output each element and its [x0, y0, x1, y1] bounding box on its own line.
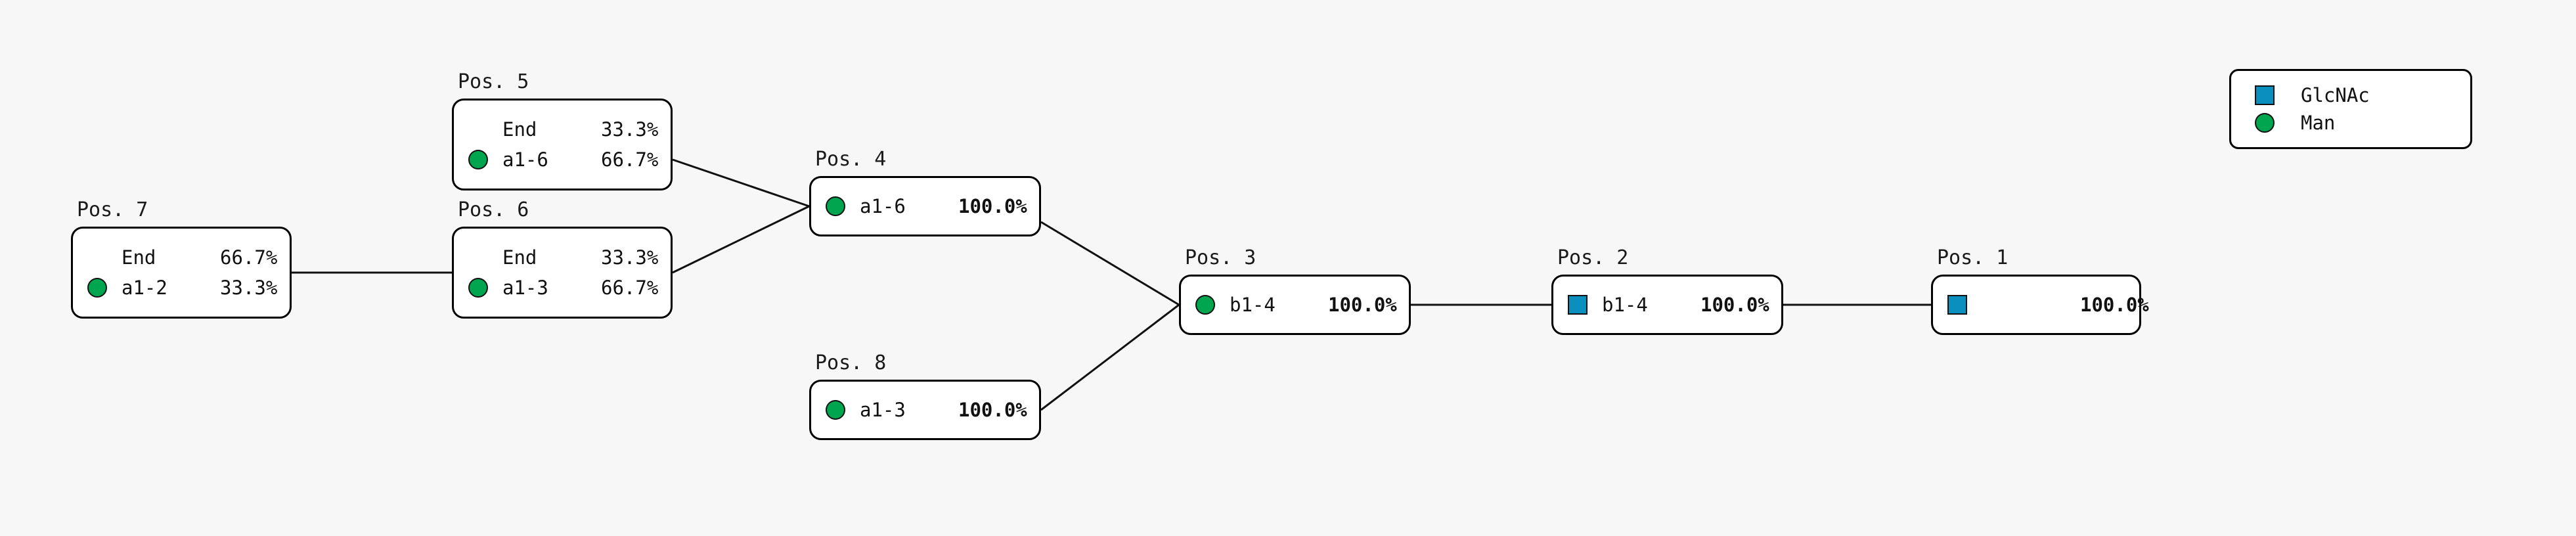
- man-circle-icon: [2255, 113, 2275, 133]
- man-circle-icon: [468, 150, 488, 169]
- legend-item[interactable]: Man: [2231, 109, 2470, 137]
- node-row: End 66.7%: [73, 242, 290, 273]
- node-position-label: Pos. 6: [458, 198, 529, 221]
- node-position-label: Pos. 3: [1185, 246, 1256, 269]
- linkage-label: b1-4: [1230, 294, 1276, 316]
- node-row: End 33.3%: [454, 242, 671, 273]
- node-row: a1-6 100.0%: [811, 191, 1039, 221]
- node-position-label: Pos. 4: [815, 148, 887, 171]
- node-position-label: Pos. 1: [1937, 246, 2009, 269]
- percentage-label: 100.0%: [1328, 294, 1397, 316]
- percentage-label: 100.0%: [958, 399, 1027, 421]
- legend-swatch-cell: [2255, 113, 2301, 133]
- residue-shape-cell: [468, 150, 502, 169]
- node-pos3[interactable]: Pos. 3 b1-4 100.0%: [1179, 246, 1411, 335]
- man-circle-icon: [826, 400, 845, 420]
- edge-pos6-to-pos4: [672, 205, 810, 274]
- man-circle-icon: [468, 278, 488, 298]
- node-row: a1-6 66.7%: [454, 145, 671, 175]
- legend-swatch-cell: [2255, 85, 2301, 105]
- linkage-label: End: [502, 246, 537, 269]
- percentage-label: 66.7%: [601, 148, 659, 171]
- linkage-label: a1-6: [860, 195, 906, 217]
- no-residue-placeholder: [468, 248, 488, 267]
- percentage-label: 33.3%: [220, 277, 278, 299]
- no-residue-placeholder: [468, 120, 488, 139]
- node-row: a1-3 100.0%: [811, 395, 1039, 425]
- man-circle-icon: [1195, 295, 1215, 315]
- linkage-label: a1-3: [860, 399, 906, 421]
- edge-pos5-to-pos4: [672, 158, 810, 208]
- percentage-label: 100.0%: [2080, 294, 2149, 316]
- linkage-label: a1-6: [502, 148, 548, 171]
- glcnac-square-icon: [1568, 295, 1588, 315]
- node-row: a1-2 33.3%: [73, 273, 290, 303]
- man-circle-icon: [87, 278, 107, 298]
- percentage-label: 100.0%: [1700, 294, 1769, 316]
- glcnac-square-icon: [1947, 295, 1967, 315]
- node-row: a1-3 66.7%: [454, 273, 671, 303]
- linkage-label: a1-2: [122, 277, 167, 299]
- node-pos1[interactable]: Pos. 1 100.0%: [1931, 246, 2149, 335]
- residue-shape-cell: [87, 248, 122, 267]
- edge-pos8-to-pos3: [1040, 303, 1180, 411]
- percentage-label: 100.0%: [958, 195, 1027, 217]
- residue-shape-cell: [1947, 295, 1982, 315]
- node-position-label: Pos. 8: [815, 351, 887, 374]
- glcnac-square-icon: [2255, 85, 2275, 105]
- node-row: End 33.3%: [454, 114, 671, 145]
- node-position-label: Pos. 2: [1557, 246, 1629, 269]
- residue-shape-cell: [87, 278, 122, 298]
- residue-shape-cell: [826, 400, 860, 420]
- legend-label: Man: [2301, 112, 2336, 134]
- man-circle-icon: [826, 196, 845, 216]
- percentage-label: 33.3%: [601, 246, 659, 269]
- node-pos8[interactable]: Pos. 8 a1-3 100.0%: [809, 351, 1041, 440]
- legend-item[interactable]: GlcNAc: [2231, 81, 2470, 109]
- node-pos2[interactable]: Pos. 2 b1-4 100.0%: [1551, 246, 1783, 335]
- percentage-label: 66.7%: [220, 246, 278, 269]
- linkage-label: End: [502, 118, 537, 141]
- node-row: 100.0%: [1933, 290, 2149, 320]
- percentage-label: 33.3%: [601, 118, 659, 141]
- residue-shape-cell: [826, 196, 860, 216]
- percentage-label: 66.7%: [601, 277, 659, 299]
- residue-shape-cell: [1195, 295, 1230, 315]
- node-position-label: Pos. 5: [458, 70, 529, 93]
- node-pos5[interactable]: Pos. 5 End 33.3% a1-6 66.7%: [452, 70, 673, 190]
- linkage-label: b1-4: [1602, 294, 1648, 316]
- linkage-label: a1-3: [502, 277, 548, 299]
- residue-shape-cell: [468, 278, 502, 298]
- node-row: b1-4 100.0%: [1181, 290, 1409, 320]
- node-pos6[interactable]: Pos. 6 End 33.3% a1-3 66.7%: [452, 198, 673, 319]
- residue-shape-cell: [1568, 295, 1602, 315]
- node-row: b1-4 100.0%: [1553, 290, 1781, 320]
- linkage-label: End: [122, 246, 156, 269]
- edge-pos4-to-pos3: [1040, 221, 1180, 306]
- no-residue-placeholder: [87, 248, 107, 267]
- residue-shape-cell: [468, 120, 502, 139]
- legend-label: GlcNAc: [2301, 84, 2370, 106]
- node-position-label: Pos. 7: [77, 198, 148, 221]
- node-pos7[interactable]: Pos. 7 End 66.7% a1-2 33.3%: [71, 198, 292, 319]
- node-pos4[interactable]: Pos. 4 a1-6 100.0%: [809, 148, 1041, 236]
- residue-shape-cell: [468, 248, 502, 267]
